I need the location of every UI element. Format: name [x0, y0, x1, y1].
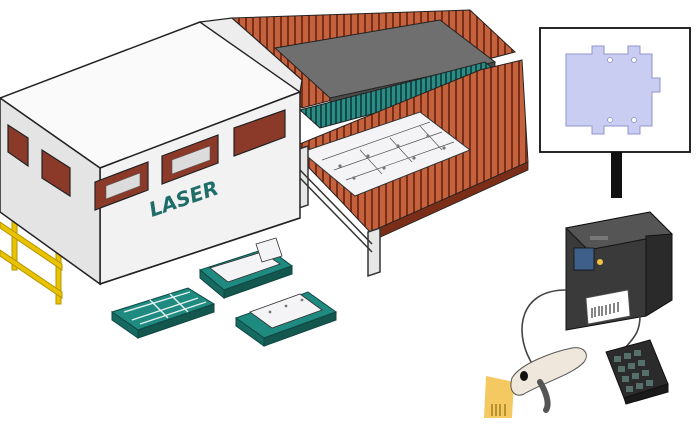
barcode-scanner-icon — [484, 347, 587, 418]
laser-machine — [0, 17, 303, 286]
cut-parts-on-table — [300, 111, 472, 197]
printed-label — [585, 289, 631, 325]
label-printer-icon — [564, 211, 674, 331]
pallet-center — [198, 237, 294, 300]
part-outline-icon — [565, 45, 661, 135]
front-window-3 — [233, 109, 286, 157]
part-preview-monitor — [539, 27, 691, 198]
monitor-stand — [611, 152, 622, 198]
numeric-keypad-icon — [605, 339, 669, 405]
pallet-left — [110, 287, 216, 339]
table-frame — [295, 144, 381, 278]
scan-beam — [484, 376, 514, 418]
pallet-right — [234, 291, 338, 347]
